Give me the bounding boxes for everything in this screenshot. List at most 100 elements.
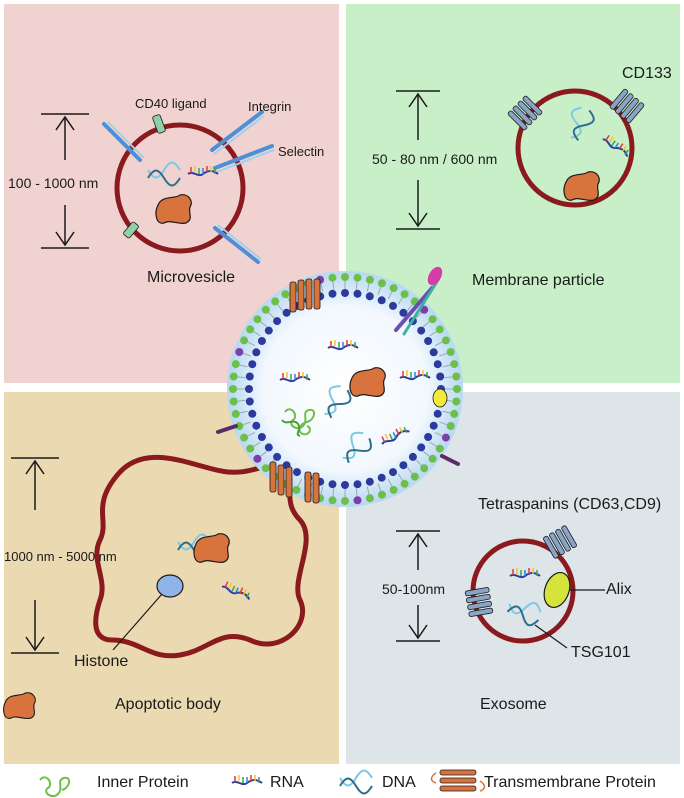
lipid-head [248, 360, 257, 369]
lipid-tail [253, 331, 261, 337]
lipid-tail [239, 364, 248, 368]
lipid-head [389, 284, 398, 293]
lipid-tail [406, 304, 413, 312]
central-transmembrane-proteins [216, 266, 460, 504]
lipid-tail [366, 283, 370, 292]
lipid-head [429, 348, 438, 357]
lipid-tail [439, 421, 448, 426]
lipid-head [246, 444, 255, 453]
lipid-head [341, 497, 349, 505]
lipid-tail [268, 312, 275, 319]
lipid-tail [277, 304, 284, 312]
lipid-tail [442, 410, 451, 414]
lipid-head [248, 409, 257, 418]
lipid-head [341, 273, 349, 281]
lipid-tail [429, 441, 437, 447]
lipid-head [353, 273, 362, 282]
lipid-bilayer [229, 273, 461, 505]
marker-alix: Alix [606, 581, 632, 598]
lipid-tail [297, 478, 303, 487]
lipid-head [436, 372, 445, 381]
marker-tsg101: TSG101 [571, 644, 631, 661]
lipid-head [420, 464, 429, 473]
marker-selectin: Selectin [278, 144, 325, 159]
lipid-head [328, 480, 337, 489]
lipid-head [271, 297, 280, 306]
marker-tetraspanins: Tetraspanins (CD63,CD9) [478, 496, 662, 513]
microvesicle-title: Microvesicle [147, 269, 236, 286]
lipid-tail [397, 297, 403, 305]
lipid-tail [422, 450, 430, 457]
lipid-head [435, 325, 444, 334]
lipid-head [235, 422, 244, 430]
lipid-head [353, 496, 362, 505]
lipid-tail [239, 410, 248, 414]
lipid-head [229, 385, 237, 393]
lipid-head [441, 336, 450, 345]
exosome-illustration [396, 524, 605, 649]
lipid-head [410, 472, 419, 481]
lipid-tail [377, 286, 382, 295]
lipid-tail [355, 488, 358, 497]
marker-histone: Histone [74, 653, 129, 670]
lipid-tail [320, 486, 324, 495]
lipid-head [429, 421, 438, 430]
lipid-head [452, 372, 461, 381]
lipid-head [328, 496, 337, 505]
lipid-tail [253, 441, 261, 447]
lipid-tail [387, 478, 393, 487]
lipid-tail [415, 312, 422, 319]
lipid-head [240, 433, 249, 442]
microvesicle-size: 100 - 1000 nm [8, 175, 99, 191]
lipid-head [417, 326, 426, 335]
lipid-tail [387, 291, 393, 300]
lipid-head [377, 296, 386, 305]
lipid-tail [415, 459, 422, 466]
lipid-head [353, 480, 362, 489]
lipid-head [378, 490, 386, 499]
lipid-head [377, 473, 386, 482]
lipid-head [428, 454, 437, 463]
lipid-head [389, 485, 398, 494]
lipid-head [273, 452, 282, 461]
lipid-head [435, 444, 444, 453]
lipid-tail [429, 331, 437, 337]
legend-icons [3, 692, 486, 798]
lipid-head [245, 385, 253, 393]
lipid-tail [237, 399, 246, 402]
lipid-head [399, 308, 408, 317]
lipid-tail [260, 450, 268, 457]
lipid-tail [320, 283, 324, 292]
exosome-size: 50-100nm [382, 581, 446, 597]
lipid-head [261, 464, 270, 473]
lipid-tail [377, 483, 382, 492]
lipid-head [246, 325, 255, 334]
lipid-head [452, 397, 461, 406]
marker-integrin: Integrin [248, 99, 292, 114]
apoptotic-body-size: 1000 nm - 5000 nm [4, 549, 117, 564]
lipid-head [273, 317, 282, 326]
lipid-head [453, 385, 461, 393]
marker-cd133: CD133 [622, 65, 672, 82]
membrane-particle-size: 50 - 80 nm / 600 nm [372, 151, 498, 167]
lipid-tail [442, 364, 451, 368]
lipid-head [235, 348, 244, 356]
lipid-tail [260, 321, 268, 328]
lipid-head [446, 422, 455, 430]
lipid-head [446, 348, 455, 356]
lipid-head [328, 273, 337, 282]
lipid-head [229, 372, 238, 381]
lipid-tail [366, 486, 370, 495]
marker-cd40-ligand: CD40 ligand [135, 96, 207, 111]
lipid-head [428, 315, 437, 324]
lipid-head [257, 433, 266, 441]
lipid-head [328, 289, 337, 298]
lipid-head [245, 372, 254, 381]
lipid-head [389, 301, 397, 310]
lipid-tail [355, 281, 358, 290]
membrane-particle-title: Membrane particle [472, 272, 605, 289]
lipid-tail [434, 431, 443, 437]
lipid-head [231, 409, 240, 418]
lipid-head [264, 326, 273, 335]
